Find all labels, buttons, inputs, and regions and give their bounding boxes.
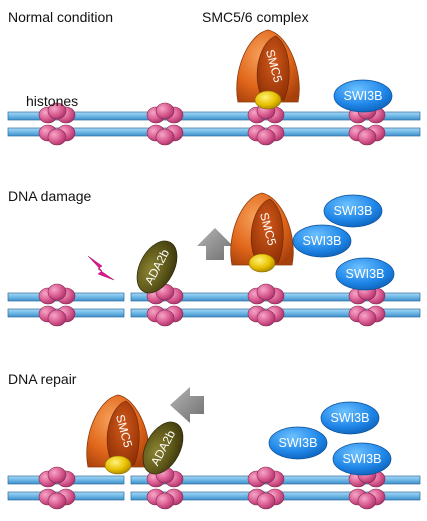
histone-subunit <box>47 283 67 301</box>
histone-subunit <box>357 492 377 510</box>
dna-strand <box>7 111 421 121</box>
dna-panel-1 <box>7 111 421 137</box>
histone-subunit <box>256 466 276 484</box>
swi3b-label: SWI3B <box>331 411 370 425</box>
hinge-domain <box>104 455 132 475</box>
swi3b-protein: SWI3B <box>323 194 383 228</box>
histone-subunit <box>47 466 67 484</box>
ada2b-protein: ADA2b <box>136 240 178 294</box>
arrow-up <box>197 228 233 260</box>
hinge-domain <box>254 90 282 110</box>
swi3b-label: SWI3B <box>279 436 318 450</box>
lightning-icon <box>87 255 115 281</box>
swi3b-oval <box>332 442 392 476</box>
swi3b-label: SWI3B <box>346 267 385 281</box>
histone-subunit <box>47 309 67 327</box>
smc5-arm <box>250 198 284 264</box>
histone-subunit <box>357 128 377 146</box>
swi3b-oval <box>335 257 395 291</box>
histone <box>38 283 76 327</box>
histone-subunit <box>256 128 276 146</box>
smc5-complex: SMC5 <box>236 29 300 110</box>
histone <box>38 102 76 146</box>
swi3b-label: SWI3B <box>343 452 382 466</box>
arrow-up-shape <box>197 228 233 260</box>
swi3b-protein: SWI3B <box>335 257 395 291</box>
swi3b-label: SWI3B <box>334 204 373 218</box>
dna-strand <box>7 127 421 137</box>
swi3b-oval <box>268 426 328 460</box>
swi3b-oval <box>333 79 393 113</box>
histones-label: histones <box>26 93 79 109</box>
swi3b-oval <box>320 401 380 435</box>
histone-subunit <box>47 102 67 120</box>
smc56-complex-label: SMC5/6 complex <box>202 9 309 25</box>
histone-subunit <box>155 309 175 327</box>
arrow-left <box>170 387 204 423</box>
histone <box>247 466 285 510</box>
histone-subunit <box>47 492 67 510</box>
ada2b-oval <box>136 240 178 294</box>
smc5-arm <box>256 35 290 101</box>
histone <box>146 102 184 146</box>
panel-title-dna-repair: DNA repair <box>8 371 77 387</box>
histone-subunit <box>155 128 175 146</box>
histone-subunit <box>47 128 67 146</box>
histone <box>146 466 184 510</box>
panel-title-normal-condition: Normal condition <box>8 9 114 25</box>
swi3b-oval <box>323 194 383 228</box>
smc5-arm <box>106 400 140 466</box>
ada2b-oval <box>142 421 184 475</box>
swi3b-protein: SWI3B <box>268 426 328 460</box>
swi3b-label: SWI3B <box>344 89 383 103</box>
swi3b-oval <box>292 224 352 258</box>
arrow-left-shape <box>170 387 204 423</box>
histone-subunit <box>155 102 175 120</box>
histone <box>38 466 76 510</box>
hinge-domain <box>248 253 276 273</box>
smc5-complex: SMC5 <box>86 394 150 475</box>
ada2b-protein: ADA2b <box>142 421 184 475</box>
swi3b-protein: SWI3B <box>333 79 393 113</box>
histone-subunit <box>155 492 175 510</box>
histone-subunit <box>256 492 276 510</box>
histone-subunit <box>256 309 276 327</box>
histone-subunit <box>256 283 276 301</box>
swi3b-label: SWI3B <box>303 234 342 248</box>
histone <box>247 102 285 146</box>
panel-title-dna-damage: DNA damage <box>8 188 92 204</box>
swi3b-protein: SWI3B <box>332 442 392 476</box>
swi3b-protein: SWI3B <box>320 401 380 435</box>
histone <box>247 283 285 327</box>
smc5-complex: SMC5 <box>230 192 294 273</box>
histone-subunit <box>357 309 377 327</box>
swi3b-protein: SWI3B <box>292 224 352 258</box>
